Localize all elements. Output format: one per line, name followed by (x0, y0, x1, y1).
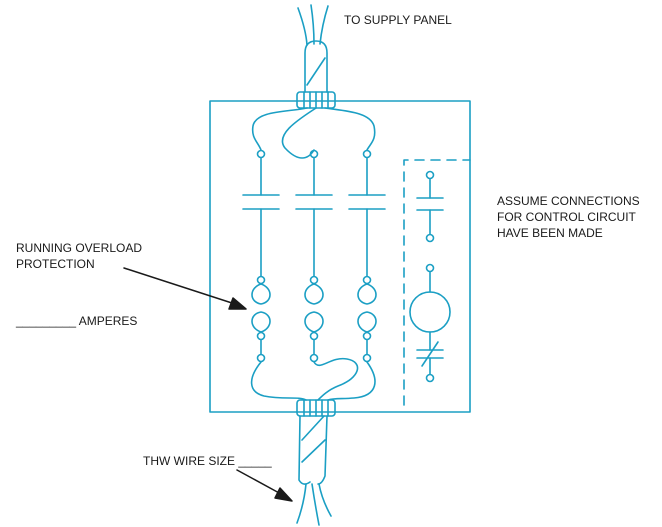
supply-cable (297, 4, 329, 93)
bottom-connector (296, 399, 336, 417)
control-note-line-1: ASSUME CONNECTIONS (497, 194, 640, 208)
control-circuit (403, 159, 471, 406)
amperes-blank-label: _________ AMPERES (16, 314, 138, 328)
control-circuit-note: ASSUME CONNECTIONS FOR CONTROL CIRCUIT H… (497, 193, 640, 241)
motor-cable (296, 415, 332, 526)
overload-line-1: RUNNING OVERLOAD (16, 241, 143, 255)
line-wires (251, 107, 376, 159)
overload-label: RUNNING OVERLOAD PROTECTION (16, 240, 142, 272)
enclosure-box (209, 100, 471, 413)
control-coil (409, 291, 451, 333)
control-note-line-2: FOR CONTROL CIRCUIT (497, 210, 636, 224)
thw-wire-size-label: THW WIRE SIZE _____ (143, 454, 272, 468)
pole-1 (242, 149, 280, 363)
top-connector (296, 91, 336, 109)
thw-arrow (236, 469, 293, 502)
load-wires (250, 357, 376, 401)
pole-2 (295, 149, 333, 363)
control-note-line-3: HAVE BEEN MADE (497, 226, 603, 240)
overload-line-2: PROTECTION (16, 257, 95, 271)
supply-panel-label: TO SUPPLY PANEL (344, 13, 452, 27)
overload-arrow (123, 267, 247, 310)
pole-3 (348, 149, 386, 363)
